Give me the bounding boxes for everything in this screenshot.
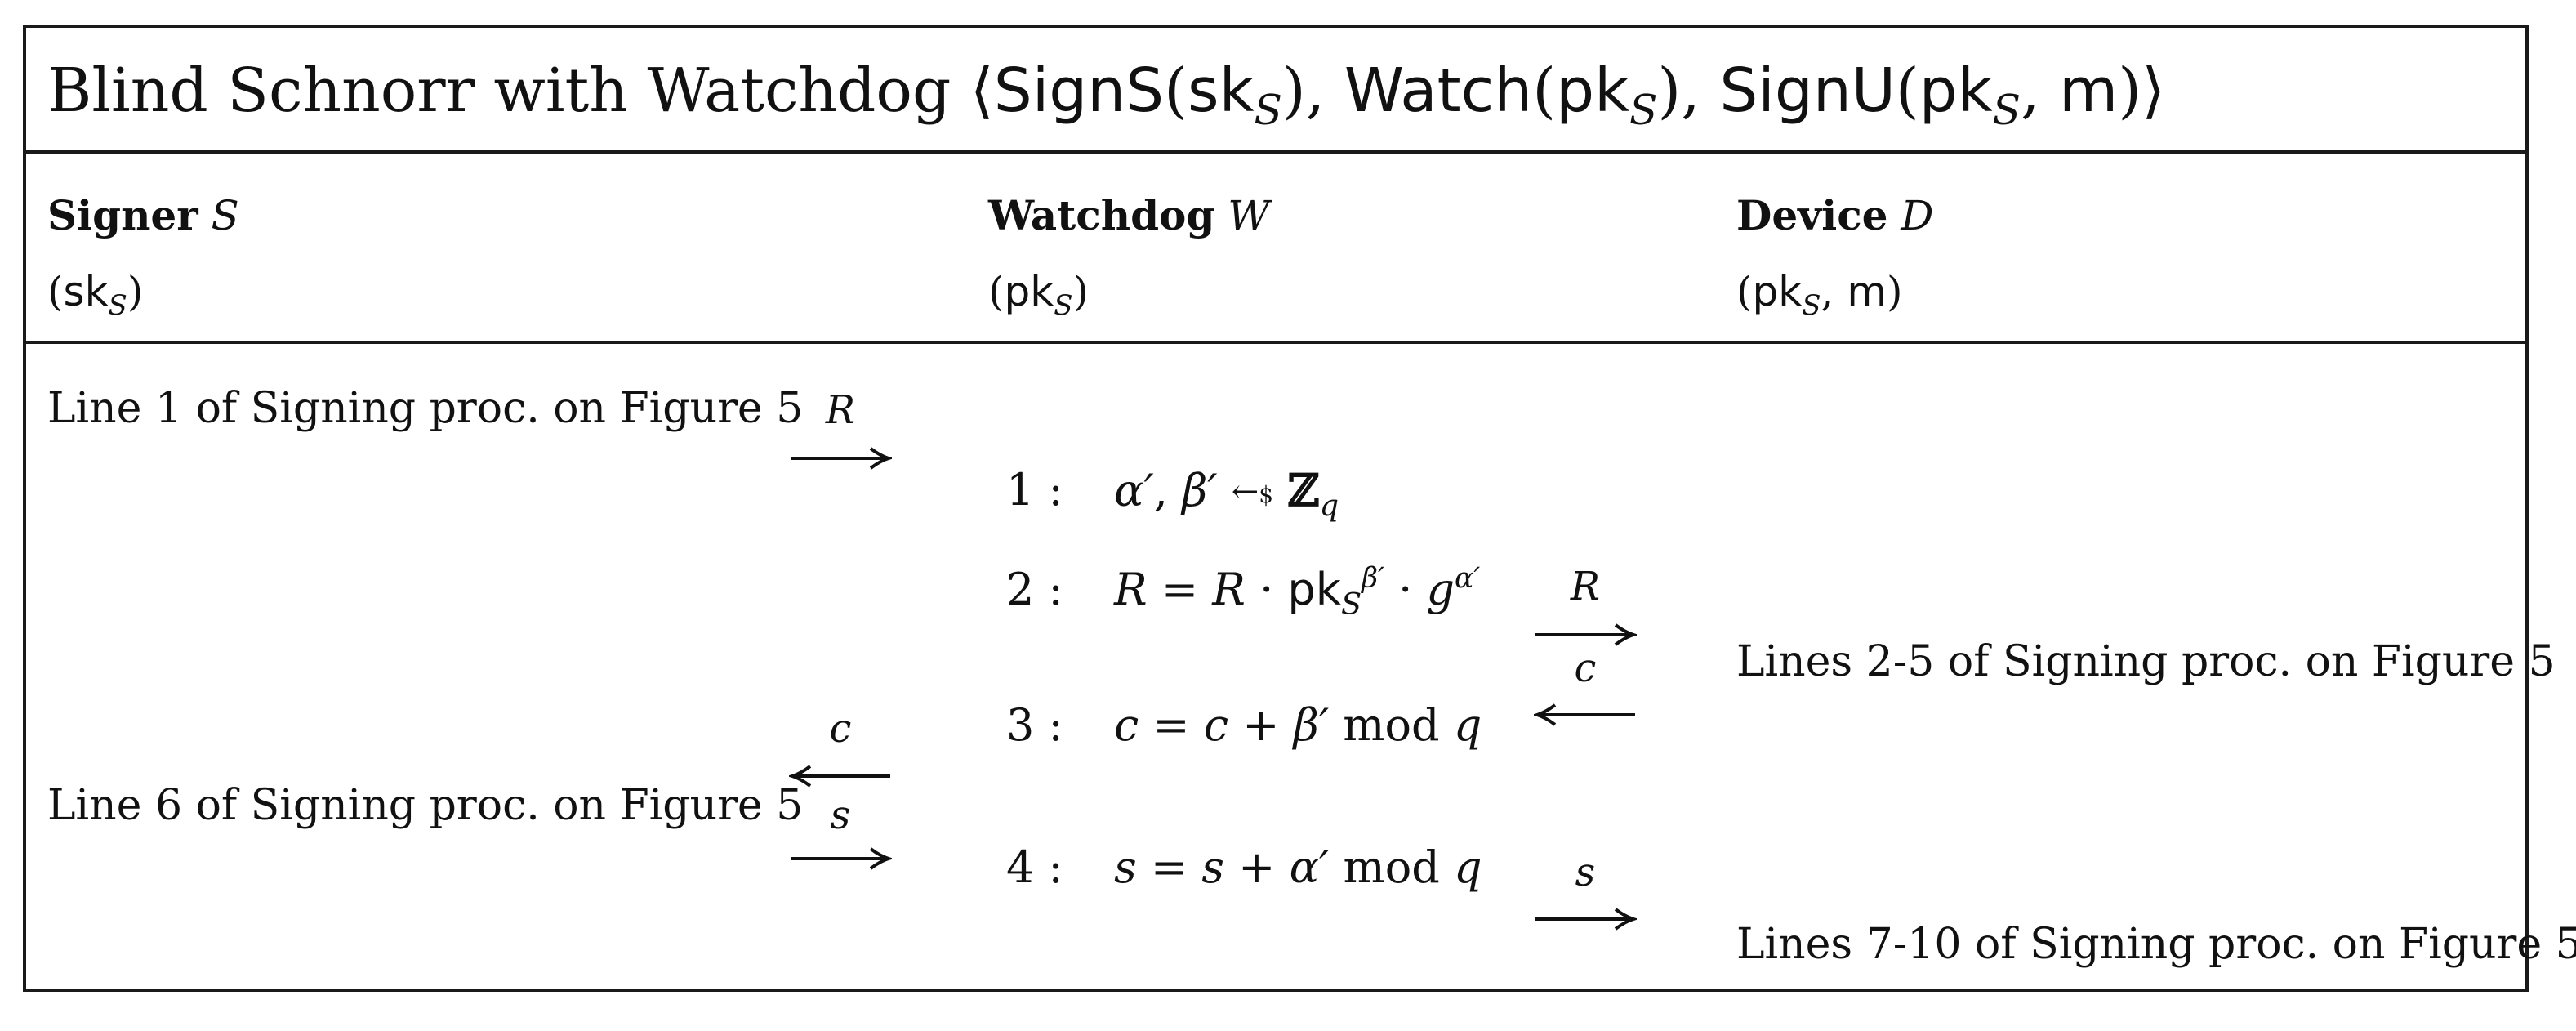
watchdog-header: Watchdog W — [988, 191, 1270, 239]
signer-line1: Line 1 of Signing proc. on Figure 5 — [47, 384, 804, 433]
sample-arrow-icon: ←$ — [1231, 473, 1274, 511]
watchdog-input: (pkS) — [988, 268, 1090, 322]
step-1-number: 1 : — [1006, 464, 1063, 516]
msg-label-c-to-watchdog: c — [1574, 645, 1597, 691]
arrow-right-s-to-watchdog — [789, 846, 892, 871]
msg-label-r-to-device: R — [1570, 564, 1601, 609]
figure-title: Blind Schnorr with Watchdog ⟨SignS(skS),… — [47, 56, 2165, 135]
step-4-formula: s = s + α′ mod q — [1114, 841, 1482, 893]
arrow-right-s-to-device — [1534, 907, 1637, 931]
signer-header: Signer S — [47, 191, 239, 239]
arrow-right-r-to-device — [1534, 623, 1637, 647]
device-lines7-10: Lines 7-10 of Signing proc. on Figure 5 — [1736, 920, 2576, 969]
step-3-formula: c = c + β′ mod q — [1114, 699, 1482, 751]
device-lines2-5: Lines 2-5 of Signing proc. on Figure 5 — [1736, 637, 2556, 686]
step-4-number: 4 : — [1006, 841, 1063, 893]
msg-label-c-to-signer: c — [829, 706, 852, 752]
arrow-left-c-to-signer — [789, 764, 892, 788]
title-rule — [23, 150, 2529, 154]
step-1-formula: α′, β′ ←$ ℤq — [1114, 464, 1339, 523]
title-prefix: Blind Schnorr with Watchdog — [47, 56, 952, 126]
step-2-number: 2 : — [1006, 564, 1063, 615]
arrow-right-r-to-watchdog — [789, 446, 892, 471]
arrow-left-c-to-watchdog — [1534, 703, 1637, 727]
figure-frame — [23, 25, 2529, 992]
header-rule — [23, 341, 2529, 344]
step-3-number: 3 : — [1006, 699, 1063, 751]
device-input: (pkS, m) — [1736, 268, 1903, 322]
msg-label-s-to-device: s — [1575, 850, 1596, 895]
msg-label-s-to-watchdog: s — [830, 792, 851, 838]
device-header: Device D — [1736, 191, 1934, 239]
msg-label-r-to-watchdog: R — [825, 387, 856, 433]
signer-line6: Line 6 of Signing proc. on Figure 5 — [47, 781, 804, 830]
step-2-formula: R = R · pkSβ′ · gα′ — [1114, 561, 1481, 622]
signer-input: (skS) — [47, 268, 144, 322]
